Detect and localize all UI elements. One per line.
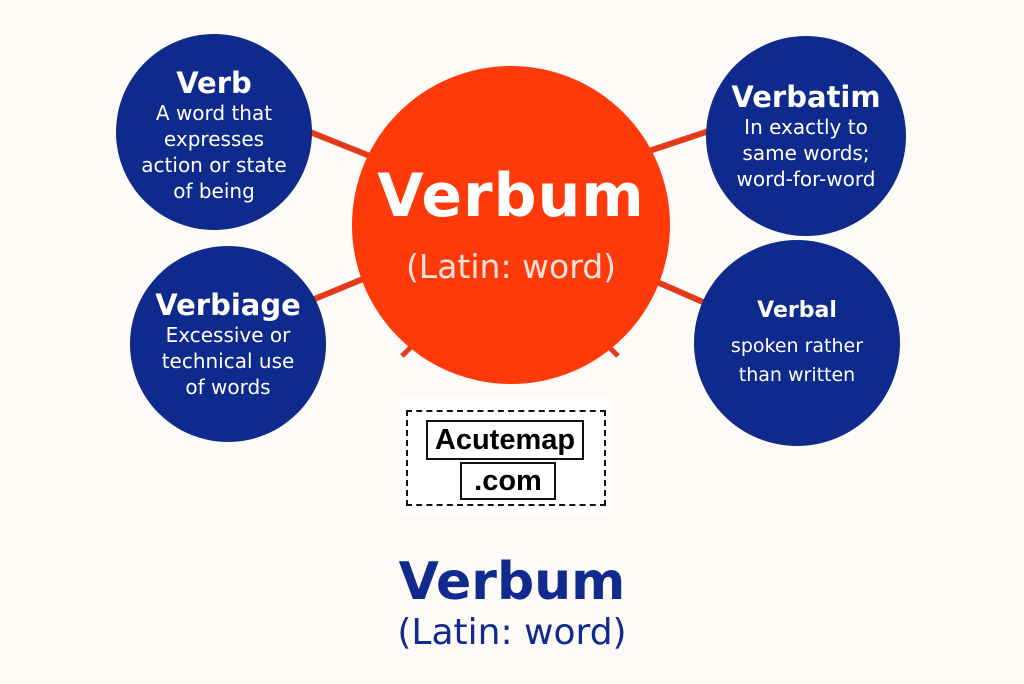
node-verbal: Verbal spoken rather than written: [694, 240, 900, 446]
node-verbal-title: Verbal: [757, 298, 837, 323]
connector-verb: [298, 125, 382, 163]
node-verbatim-title: Verbatim: [731, 80, 881, 114]
footer-subtitle: (Latin: word): [397, 612, 627, 653]
node-verbatim: Verbatim In exactly to same words; word-…: [706, 36, 906, 236]
node-verb-desc: A word that expresses action or state of…: [141, 101, 287, 203]
connector-verbatim: [645, 127, 713, 155]
center-node: Verbum (Latin: word): [352, 66, 670, 384]
node-verbiage-title: Verbiage: [155, 288, 301, 322]
logo-line-2: .com: [460, 462, 556, 500]
logo-line-1: Acutemap: [426, 420, 584, 460]
node-verbal-desc: spoken rather than written: [730, 335, 864, 386]
node-verbatim-desc: In exactly to same words; word-for-word: [736, 115, 876, 191]
center-subtitle: (Latin: word): [405, 247, 617, 286]
node-verbiage: Verbiage Excessive or technical use of w…: [130, 246, 326, 442]
logo-dashed-border: [406, 410, 606, 506]
logo: Acutemap .com: [400, 398, 612, 514]
node-verb-title: Verb: [176, 66, 252, 100]
node-verbiage-desc: Excessive or technical use of words: [161, 323, 295, 399]
node-verb: Verb A word that expresses action or sta…: [116, 34, 312, 230]
footer-title: Verbum: [398, 552, 626, 612]
center-title: Verbum: [377, 161, 645, 231]
